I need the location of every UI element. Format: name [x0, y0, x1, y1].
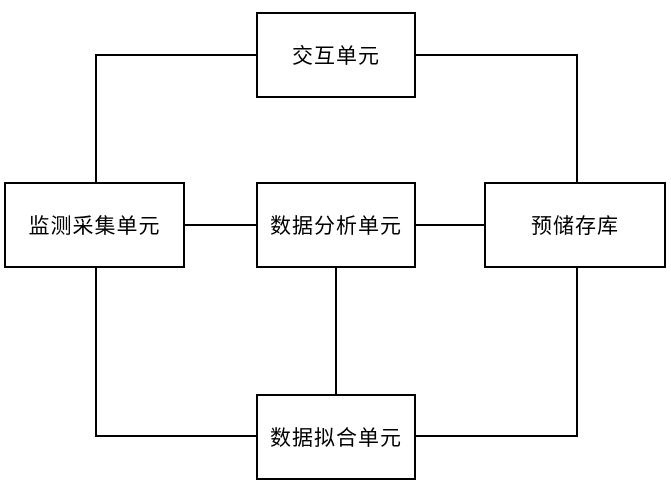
edge-storage-fitting [416, 268, 577, 436]
pre-storage-repository-node: 预储存库 [484, 182, 666, 268]
data-analysis-unit-node: 数据分析单元 [256, 182, 416, 268]
interaction-unit-node: 交互单元 [256, 12, 416, 98]
edge-interaction-storage [416, 55, 577, 182]
monitor-collection-unit-node: 监测采集单元 [4, 182, 185, 268]
edge-monitor-fitting [96, 268, 256, 436]
data-fitting-unit-node: 数据拟合单元 [256, 394, 416, 480]
edge-monitor-interaction [96, 55, 256, 182]
